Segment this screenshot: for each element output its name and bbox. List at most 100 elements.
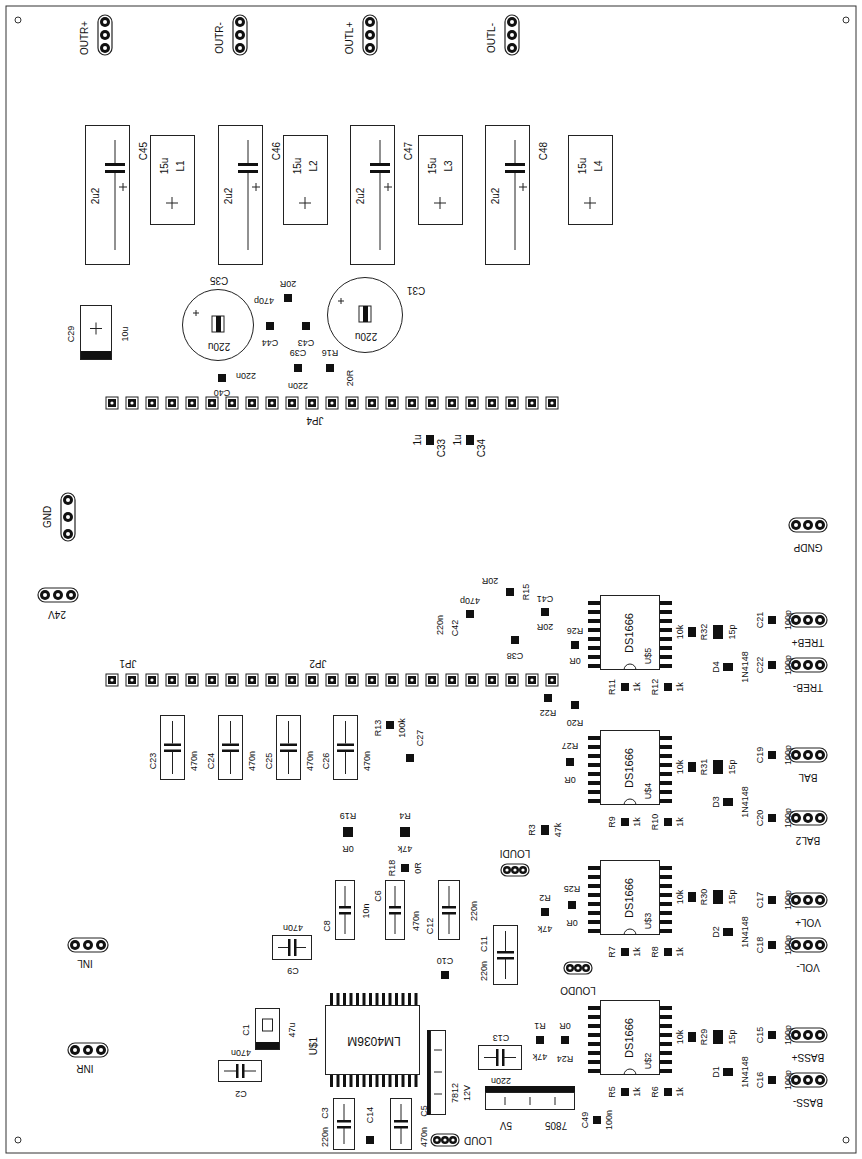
connector-pad (365, 17, 375, 27)
component-outline: C3220n (333, 1098, 355, 1150)
connector-label: BAL (799, 772, 818, 782)
connector-pad (791, 813, 801, 823)
ic-pin (395, 993, 398, 1005)
capacitor-body (359, 306, 371, 322)
component-outline: 2u2C47 (350, 125, 395, 265)
header-pad (108, 676, 116, 684)
smd-pad (768, 814, 776, 822)
header-hole (330, 401, 333, 404)
connector-pad (503, 866, 511, 874)
connector-label: TREB+ (792, 637, 825, 647)
connector-hole (451, 1138, 454, 1141)
connector-label: VOL+ (795, 917, 821, 927)
connector-hole (368, 20, 372, 24)
header-hole (350, 401, 353, 404)
ic-pin (588, 655, 600, 659)
header-outline (546, 397, 558, 409)
connector-label: OUTR- (215, 22, 225, 54)
connector-hole (66, 532, 70, 536)
smd-pad (621, 948, 629, 956)
header-pad (128, 399, 136, 407)
connector-pad (791, 1030, 801, 1040)
connector-outline (789, 811, 827, 825)
ic-pin (382, 993, 385, 1005)
connector-label: LOUD (464, 1135, 492, 1145)
silkscreen-label: 20R (346, 370, 355, 387)
header-hole (250, 401, 253, 404)
header-pad (228, 399, 236, 407)
silkscreen-label: R29 (700, 1029, 709, 1046)
capacitor-body (212, 316, 224, 332)
part-name: C45 (139, 142, 149, 160)
header-pad (168, 399, 176, 407)
ic-pin (376, 1075, 379, 1087)
capacitor-plate (370, 163, 390, 166)
header-outline (346, 674, 358, 686)
silkscreen-label: 15p (728, 759, 737, 774)
silkscreen-label: 1k (633, 1087, 642, 1097)
connector-label: JP4 (306, 415, 323, 425)
part-name: C48 (539, 142, 549, 160)
header-hole (210, 401, 213, 404)
connector-outline (38, 588, 78, 602)
connector-label: 24V (48, 609, 66, 619)
part-name: 220n (491, 1076, 511, 1085)
header-outline (286, 674, 298, 686)
polarity-mark (252, 183, 260, 191)
smd-pad (768, 751, 776, 759)
capacitor-lead (449, 886, 450, 934)
silkscreen-label: 47k (398, 844, 413, 853)
capacitor-plate (370, 170, 390, 173)
silkscreen-label: 15p (728, 889, 737, 904)
header-hole (530, 401, 533, 404)
ic-pin (660, 754, 672, 758)
connector-hole (435, 1138, 438, 1141)
part-value: C23 (149, 753, 158, 770)
ic-pin (588, 745, 600, 749)
silkscreen-label: C15 (756, 1027, 765, 1044)
silkscreen-label: 100p (784, 935, 793, 955)
part-value: 15u (578, 158, 588, 175)
part-name: U$4 (644, 783, 653, 800)
connector-pad (100, 30, 110, 40)
header-outline (466, 674, 478, 686)
ic-pin (660, 1033, 672, 1037)
connector-pad (803, 1030, 813, 1040)
connector-hole (794, 618, 798, 622)
capacitor-plate (337, 744, 354, 747)
ic-pin (588, 875, 600, 879)
header-pad (268, 676, 276, 684)
silkscreen-label: 100p (784, 1025, 793, 1045)
ic-pin (356, 993, 359, 1005)
ic-pin (660, 763, 672, 767)
header-outline (226, 674, 238, 686)
smd-pad (544, 694, 552, 702)
smd-pad (664, 948, 672, 956)
ic-pin (660, 1069, 672, 1073)
header-hole (410, 401, 413, 404)
silkscreen-label: 15p (728, 624, 737, 639)
header-hole (270, 678, 273, 681)
silkscreen-label: R1 (534, 1021, 546, 1030)
header-pad (228, 676, 236, 684)
connector-hole (238, 33, 242, 37)
connector-hole (794, 1078, 798, 1082)
part-name: U$1 (309, 1037, 319, 1055)
connector-pad (96, 1045, 106, 1055)
silkscreen-label: R15 (522, 584, 531, 601)
smd-pad (426, 435, 434, 445)
connector-hole (818, 1078, 822, 1082)
ic-pin (660, 1006, 672, 1010)
part-value: 2u2 (356, 188, 366, 205)
ic-pin (588, 893, 600, 897)
header-hole (130, 401, 133, 404)
header-pad (348, 676, 356, 684)
component-outline: C147u (255, 1008, 280, 1050)
connector-pad (235, 30, 245, 40)
connector-hole (806, 1033, 810, 1037)
component-outline: 15uL3 (418, 135, 463, 225)
header-outline (386, 674, 398, 686)
smd-pad (441, 971, 449, 979)
connector-label: 1u (453, 434, 463, 445)
